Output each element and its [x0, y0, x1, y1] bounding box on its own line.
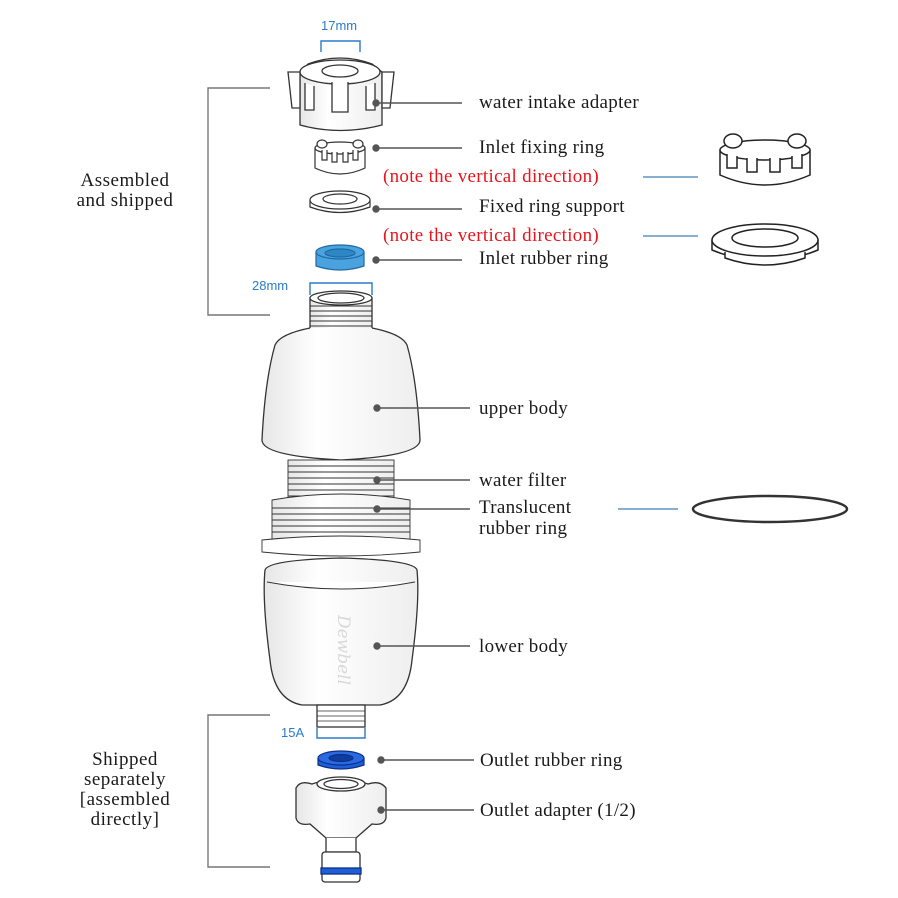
group-separate-line4: directly] [90, 809, 160, 830]
ring-support-detail [711, 223, 819, 266]
separate-bracket [207, 714, 270, 868]
outlet-rubber-ring-drawing [317, 750, 365, 770]
group-separate-line3: [assembled [79, 789, 171, 810]
assembled-bracket [207, 87, 270, 316]
leader-translucent-rubber-ring [373, 505, 470, 513]
label-inlet-rubber-ring: Inlet rubber ring [479, 248, 609, 269]
leader-water-intake-adapter [372, 99, 462, 107]
translucent-ring-detail [691, 494, 849, 524]
label-lower-body: lower body [479, 636, 569, 657]
dim-28mm-label: 28mm [252, 278, 289, 293]
group-assembled-line1: Assembled [80, 170, 170, 191]
label-outlet-adapter: Outlet adapter (1/2) [480, 800, 636, 821]
leader-water-filter [373, 476, 470, 484]
label-outlet-rubber-ring: Outlet rubber ring [480, 750, 623, 771]
leader-upper-body [373, 404, 470, 412]
group-separate-line2: separately [83, 769, 166, 790]
note-vertical-direction-1: (note the vertical direction) [383, 166, 600, 187]
label-inlet-fixing-ring: Inlet fixing ring [479, 137, 605, 158]
label-translucent-rubber-ring-1: Translucent [479, 497, 572, 518]
lower-body-drawing [263, 557, 419, 728]
label-upper-body: upper body [479, 398, 569, 419]
inlet-rubber-ring-drawing [315, 244, 365, 271]
water-intake-adapter-drawing [287, 57, 395, 132]
dim-28mm-bracket [309, 282, 373, 295]
fixed-ring-support-drawing [309, 190, 371, 214]
group-separate-label: Shipped separately [assembled directly] [50, 750, 200, 830]
note-vertical-direction-2: (note the vertical direction) [383, 225, 600, 246]
leader-fixed-ring-support [372, 205, 462, 213]
outlet-adapter-drawing [295, 776, 387, 883]
label-fixed-ring-support: Fixed ring support [479, 196, 625, 217]
label-water-filter: water filter [479, 470, 567, 491]
collar-drawing [261, 493, 421, 557]
dim-15a-bracket [316, 728, 366, 739]
leader-inlet-fixing-ring [372, 144, 462, 152]
label-water-intake-adapter: water intake adapter [479, 92, 640, 113]
leader-inlet-rubber-ring [372, 256, 462, 264]
dim-15a-label: 15A [281, 725, 305, 740]
leader-lower-body [373, 642, 470, 650]
fixing-ring-detail [719, 133, 811, 186]
group-separate-line1: Shipped [92, 749, 158, 770]
dim-17mm-label: 17mm [321, 18, 358, 33]
group-assembled-label: Assembled and shipped [50, 171, 200, 211]
brand-logo: Dewbell [333, 614, 353, 685]
leader-outlet-adapter [377, 806, 474, 814]
upper-body-drawing [261, 290, 421, 461]
inlet-fixing-ring-drawing [314, 139, 366, 175]
label-translucent-rubber-ring-2: rubber ring [479, 518, 568, 539]
leader-outlet-rubber-ring [377, 756, 474, 764]
dim-17mm-bracket [320, 40, 361, 52]
group-assembled-line2: and shipped [76, 190, 174, 211]
